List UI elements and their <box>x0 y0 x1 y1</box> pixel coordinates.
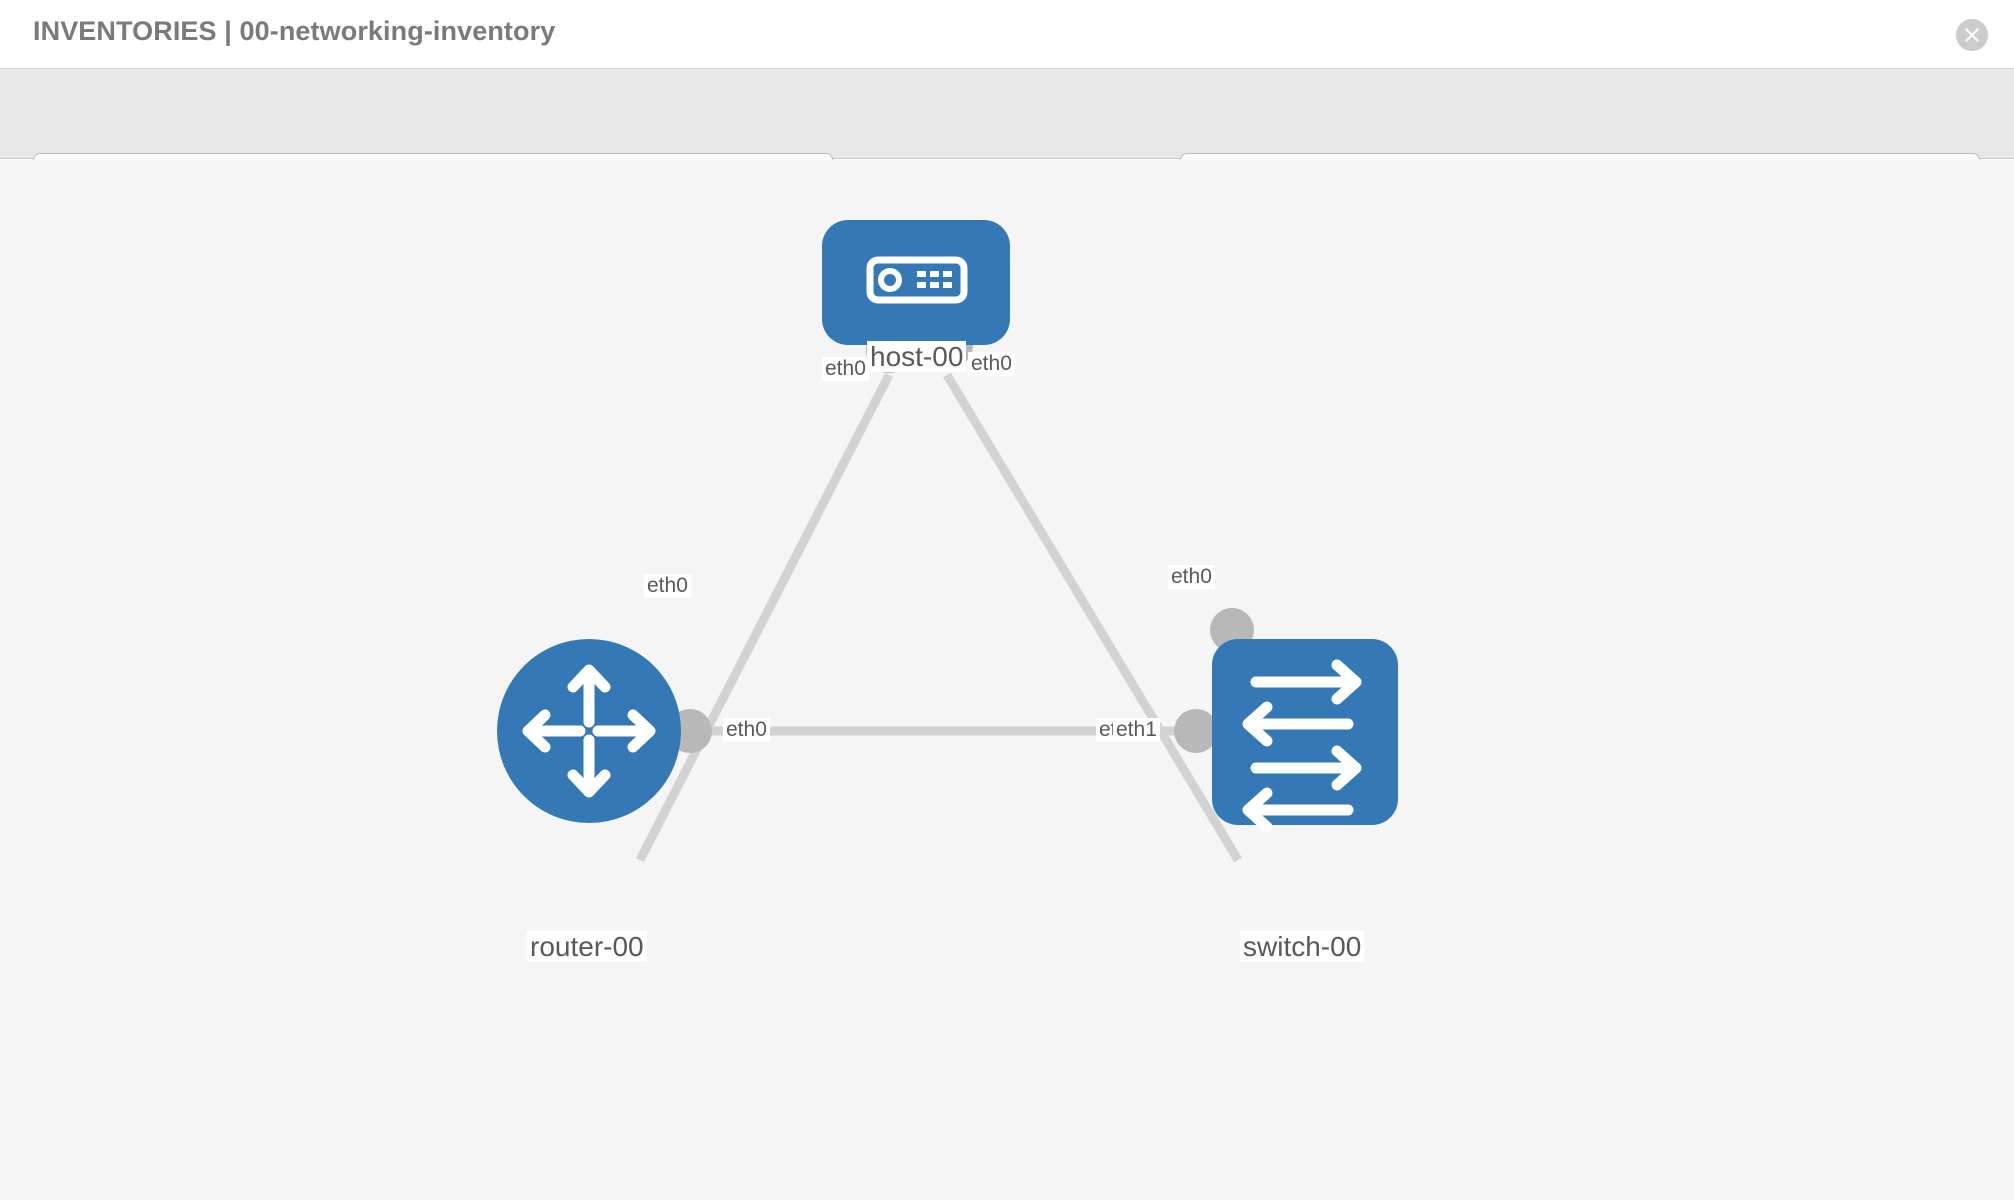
topology-links <box>635 372 1252 863</box>
interface-label-switch00-eth1: eth1 <box>1113 718 1160 743</box>
switch-arrows-icon <box>1242 659 1362 833</box>
page-title: INVENTORIES | 00-networking-inventory <box>33 16 556 46</box>
interface-label-switch00-uplink: eth0 <box>1168 565 1215 590</box>
link-host00-switch00 <box>943 372 1242 863</box>
server-icon-details <box>878 268 952 292</box>
node-label-router-00: router-00 <box>527 931 647 963</box>
close-icon[interactable] <box>1956 19 1988 51</box>
link-host00-router00 <box>635 372 894 863</box>
interface-label-router00-uplink: eth0 <box>644 574 691 599</box>
node-switch-00 <box>1212 639 1398 833</box>
interface-label-host00-left: eth0 <box>822 357 869 382</box>
router-arrows-icon <box>522 664 656 798</box>
topology-ports <box>668 322 1254 753</box>
page-header: INVENTORIES | 00-networking-inventory <box>0 0 2014 69</box>
node-router-00 <box>497 639 681 823</box>
node-label-host-00: host-00 <box>867 341 967 373</box>
interface-label-router00-eth0: eth0 <box>723 718 770 743</box>
topology-graph <box>497 220 1398 863</box>
topology-canvas[interactable]: host-00 router-00 switch-00 eth0 eth0 et… <box>0 160 2014 1200</box>
node-label-switch-00: switch-00 <box>1240 931 1365 963</box>
node-host-00 <box>822 220 1010 345</box>
server-icon <box>866 256 968 304</box>
toolbar: ACTIONS SEARCH <box>0 69 2014 205</box>
port-switch00-eth1 <box>1174 709 1218 753</box>
interface-label-host00-right: eth0 <box>968 352 1015 377</box>
